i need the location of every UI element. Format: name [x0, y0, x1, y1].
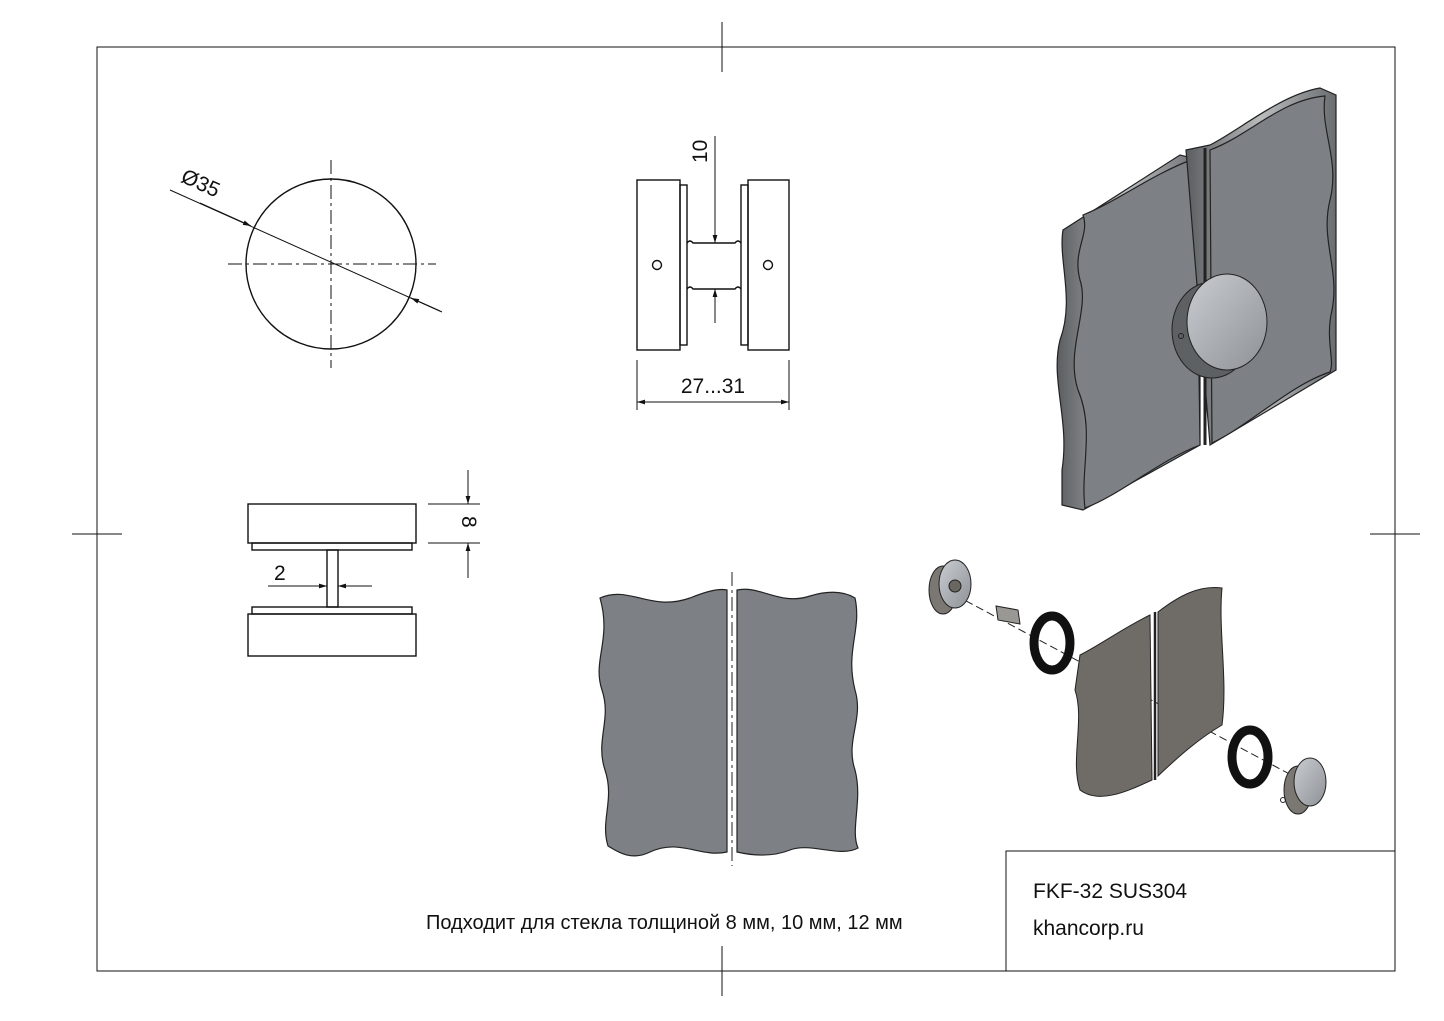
side-view: 10 27...31 [636, 136, 790, 410]
front-plate-view [598, 572, 859, 866]
isometric-assembled-view [1056, 87, 1337, 511]
sheet-frame [96, 46, 1396, 972]
isometric-exploded-view [928, 559, 1327, 815]
glass-thickness-note: Подходит для стекла толщиной 8 мм, 10 мм… [426, 912, 903, 934]
glass-gap-dimension: 10 [689, 140, 712, 163]
title-block [1005, 850, 1396, 972]
total-width-dimension: 27...31 [681, 375, 745, 398]
website-label: khancorp.ru [1033, 917, 1144, 940]
thickness-dimension: 8 [457, 516, 480, 528]
top-view: 8 2 [247, 470, 480, 657]
model-label: FKF-32 SUS304 [1033, 880, 1188, 903]
pin-width-dimension: 2 [274, 562, 286, 585]
front-circle-view: Ø35 [169, 160, 443, 368]
center-marks [72, 22, 1420, 996]
